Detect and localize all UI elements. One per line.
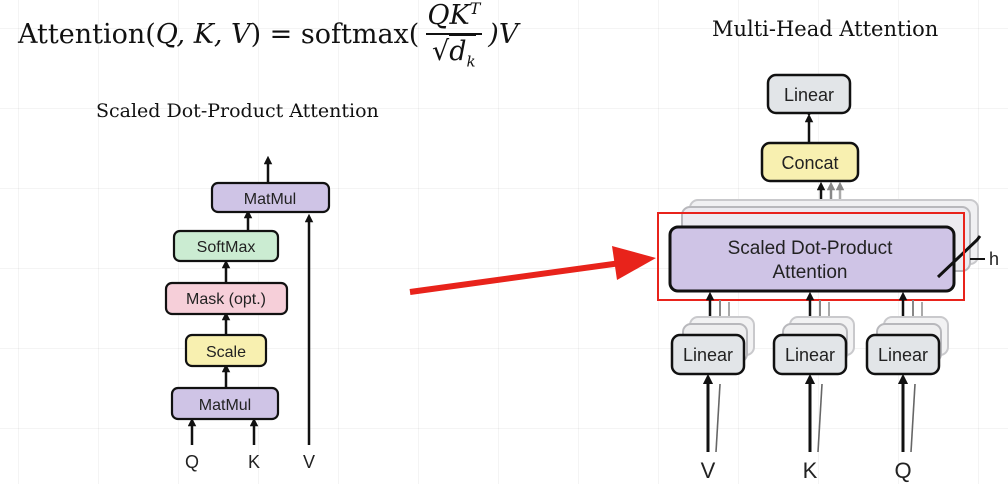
mha-diagram: Linear Concat Scaled Dot-Product Attenti…: [657, 73, 999, 483]
formula-tail: )V: [488, 19, 519, 51]
sdpa-matmul-top-label: MatMul: [244, 191, 296, 208]
mha-linear-v-label: Linear: [683, 345, 733, 365]
sdpa-matmul-bottom: [170, 386, 280, 421]
formula-numerator: QKT: [427, 0, 481, 31]
attention-formula: Attention( Q, K, V ) = softmax( QKT √dk …: [18, 0, 518, 70]
sdpa-scale: [184, 333, 268, 368]
formula-args: Q, K, V: [155, 19, 251, 51]
sdpa-input-q: Q: [185, 452, 199, 472]
sdpa-input-k: K: [248, 452, 260, 472]
formula-eq: ) = softmax(: [250, 19, 420, 51]
mha-attention-block: [668, 225, 956, 293]
mha-input-q: Q: [894, 458, 911, 483]
mha-linear-top: [766, 73, 852, 115]
sdpa-matmul-top: [210, 181, 331, 214]
sdpa-matmul-bottom-label: MatMul: [199, 397, 251, 414]
mha-heads-label: h: [989, 249, 999, 269]
sdpa-softmax: [172, 229, 280, 263]
mha-input-k: K: [803, 458, 818, 483]
mha-linear-k-label: Linear: [785, 345, 835, 365]
mha-attention-label-1: Scaled Dot-Product: [728, 238, 893, 259]
sdpa-title: Scaled Dot-Product Attention: [96, 100, 379, 122]
sdpa-diagram: MatMul SoftMax Mask (opt.) Scale MatMul …: [164, 155, 331, 472]
mha-concat-label: Concat: [781, 153, 838, 173]
formula-denominator: √dk: [426, 32, 482, 70]
mha-title: Multi-Head Attention: [712, 17, 939, 41]
mha-concat: [760, 141, 860, 183]
mha-attention-label-2: Attention: [773, 262, 848, 283]
formula-lhs: Attention(: [18, 19, 156, 51]
formula-fraction: QKT √dk: [421, 0, 486, 70]
red-arrow: [409, 246, 656, 295]
sdpa-input-v: V: [303, 452, 315, 472]
mha-linear-top-label: Linear: [784, 85, 834, 105]
mha-linear-q-label: Linear: [878, 345, 928, 365]
sdpa-mask-label: Mask (opt.): [186, 291, 266, 308]
sdpa-mask: [164, 281, 289, 316]
sdpa-scale-label: Scale: [206, 344, 246, 361]
sdpa-softmax-label: SoftMax: [197, 239, 256, 256]
mha-input-v: V: [701, 458, 716, 483]
